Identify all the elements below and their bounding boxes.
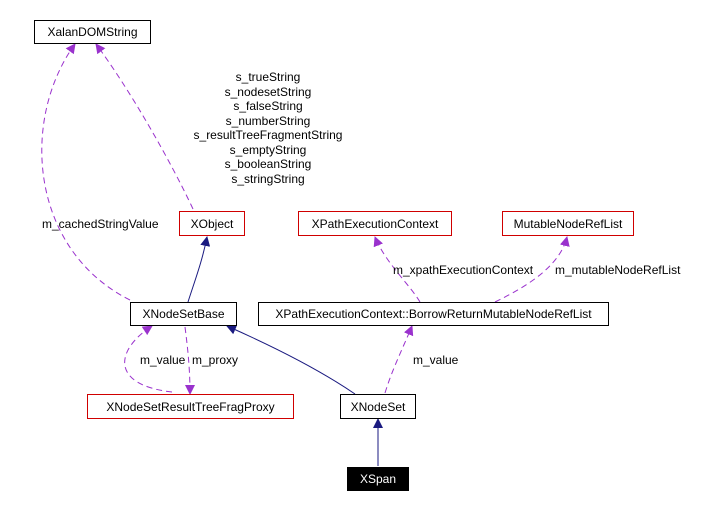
edge-base-value — [124, 325, 173, 393]
node-xspan[interactable]: XSpan — [347, 467, 409, 491]
node-borrow-return[interactable]: XPathExecutionContext::BorrowReturnMutab… — [258, 302, 609, 326]
static-string-label: s_booleanString — [224, 157, 312, 171]
edge-xpath-execution-context — [373, 236, 421, 303]
node-borrow-return-label: XPathExecutionContext::BorrowReturnMutab… — [275, 307, 592, 321]
static-string-label: s_emptyString — [229, 142, 307, 157]
edge-borrow-value — [384, 325, 414, 394]
node-xobject-label: XObject — [190, 216, 234, 231]
xpath-execution-context-edge-label: m_xpathExecutionContext — [393, 263, 534, 277]
mutable-node-ref-list-edge-label: m_mutableNodeRefList — [555, 263, 681, 277]
node-xnodeset-result-tree-frag-proxy-label: XNodeSetResultTreeFragProxy — [106, 399, 275, 414]
static-string-label: s_falseString — [233, 99, 303, 113]
edge-inherit-xobject — [187, 236, 211, 303]
edge-static-strings — [95, 43, 194, 210]
node-xobject[interactable]: XObject — [179, 211, 245, 236]
node-xnodeset-label: XNodeSet — [350, 399, 406, 414]
cached-string-value-label: m_cachedStringValue — [42, 217, 159, 231]
node-xnodeset-base[interactable]: XNodeSetBase — [130, 302, 237, 326]
edge-inherit-xnodesetbase — [226, 325, 356, 395]
static-string-label: s_resultTreeFragmentString — [193, 128, 343, 142]
static-string-label: s_numberString — [225, 113, 311, 128]
node-xpath-execution-context-label: XPathExecutionContext — [311, 216, 439, 231]
node-xalan-dom-string[interactable]: XalanDOMString — [34, 20, 151, 44]
proxy-edge-label: m_proxy — [192, 353, 239, 367]
static-string-label: s_stringString — [231, 171, 305, 186]
static-strings-label-block: s_trueString s_nodesetString s_falseStri… — [180, 70, 356, 186]
base-value-edge-label: m_value — [140, 353, 186, 367]
node-xalan-dom-string-label: XalanDOMString — [47, 25, 138, 39]
node-mutable-node-ref-list-label: MutableNodeRefList — [513, 216, 623, 231]
borrow-value-edge-label: m_value — [413, 353, 459, 367]
edge-cached-string-value — [41, 43, 131, 301]
node-xnodeset[interactable]: XNodeSet — [340, 394, 416, 419]
node-xnodeset-base-label: XNodeSetBase — [142, 307, 225, 321]
static-string-label: s_trueString — [235, 70, 301, 84]
edge-proxy — [184, 326, 195, 395]
node-mutable-node-ref-list[interactable]: MutableNodeRefList — [502, 211, 634, 236]
static-string-label: s_nodesetString — [224, 84, 312, 99]
node-xspan-label: XSpan — [359, 472, 397, 486]
edge-mutable-node-ref-list — [494, 236, 570, 303]
node-xnodeset-result-tree-frag-proxy[interactable]: XNodeSetResultTreeFragProxy — [87, 394, 294, 419]
node-xpath-execution-context[interactable]: XPathExecutionContext — [298, 211, 452, 236]
